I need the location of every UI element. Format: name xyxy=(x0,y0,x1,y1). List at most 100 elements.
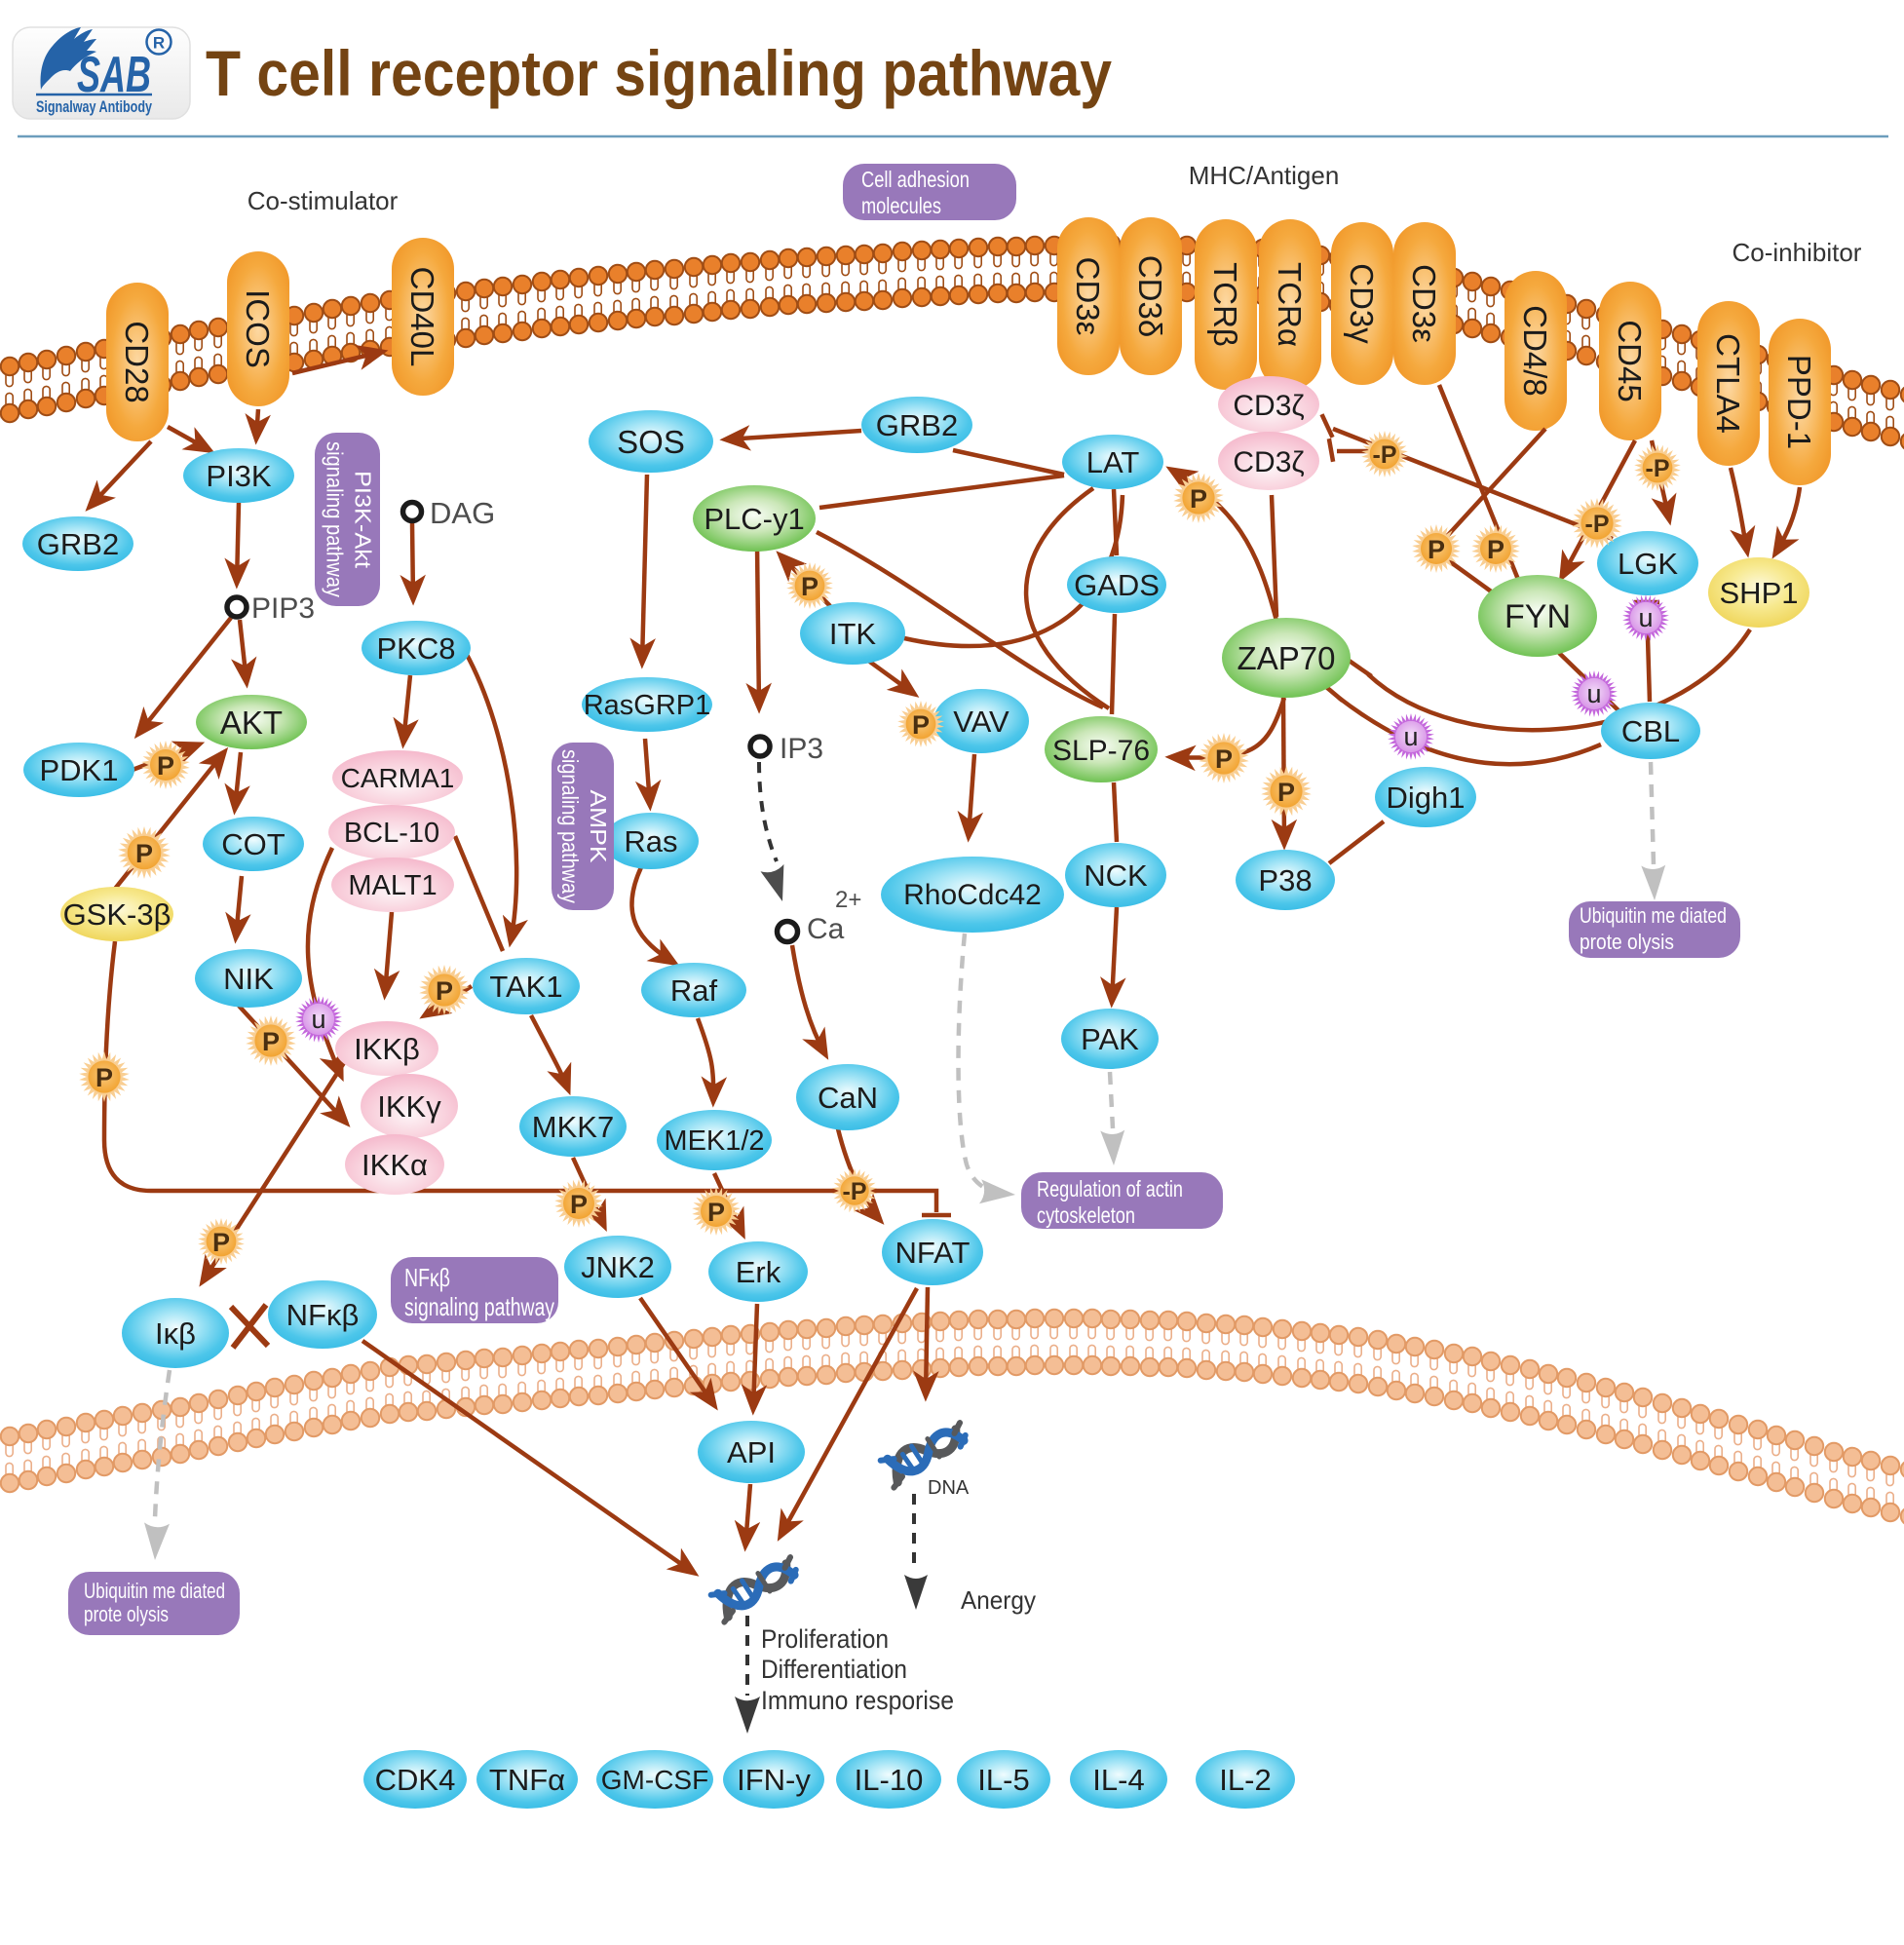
svg-text:CDK4: CDK4 xyxy=(375,1763,456,1797)
svg-text:IL-2: IL-2 xyxy=(1219,1763,1271,1797)
svg-text:Differentiation: Differentiation xyxy=(761,1655,907,1684)
svg-text:prote olysis: prote olysis xyxy=(1580,930,1674,954)
svg-text:GRB2: GRB2 xyxy=(876,408,958,442)
svg-text:Immuno resporise: Immuno resporise xyxy=(761,1686,954,1715)
svg-text:P: P xyxy=(95,1063,113,1092)
svg-text:NFκβ: NFκβ xyxy=(404,1263,450,1292)
svg-text:GRB2: GRB2 xyxy=(37,527,119,561)
svg-text:Raf: Raf xyxy=(670,973,718,1008)
svg-text:P: P xyxy=(436,976,453,1006)
svg-text:Anergy: Anergy xyxy=(961,1585,1036,1615)
svg-text:DNA: DNA xyxy=(928,1477,970,1499)
svg-text:Regulation of actin: Regulation of actin xyxy=(1037,1176,1183,1201)
svg-text:TAK1: TAK1 xyxy=(489,970,562,1004)
svg-text:2+: 2+ xyxy=(835,887,861,913)
svg-text:IL-5: IL-5 xyxy=(977,1763,1029,1797)
svg-text:Ubiquitin me diated: Ubiquitin me diated xyxy=(84,1579,225,1603)
svg-text:MALT1: MALT1 xyxy=(348,870,437,901)
svg-text:-P: -P xyxy=(1646,455,1670,482)
svg-text:P: P xyxy=(262,1027,280,1056)
svg-text:cytoskeleton: cytoskeleton xyxy=(1037,1202,1135,1228)
svg-text:P: P xyxy=(1190,484,1207,514)
svg-text:Digh1: Digh1 xyxy=(1387,781,1466,815)
svg-text:P: P xyxy=(801,572,819,601)
svg-text:P: P xyxy=(1277,778,1295,807)
svg-text:CD3ε: CD3ε xyxy=(1406,264,1442,343)
svg-text:Iκβ: Iκβ xyxy=(155,1316,196,1351)
svg-text:Co-stimulator: Co-stimulator xyxy=(248,186,399,215)
svg-text:IKKγ: IKKγ xyxy=(377,1089,441,1124)
svg-text:Signalway Antibody: Signalway Antibody xyxy=(36,98,153,116)
svg-text:IKKα: IKKα xyxy=(362,1148,428,1182)
svg-text:TNFα: TNFα xyxy=(489,1763,565,1797)
svg-text:PLC-y1: PLC-y1 xyxy=(704,502,804,536)
svg-text:NIK: NIK xyxy=(223,962,274,996)
svg-text:T cell receptor signaling path: T cell receptor signaling pathway xyxy=(206,37,1112,109)
svg-text:SOS: SOS xyxy=(617,424,685,460)
svg-text:PI3K: PI3K xyxy=(206,459,272,493)
svg-text:ICOS: ICOS xyxy=(240,289,276,368)
svg-text:IL-4: IL-4 xyxy=(1092,1763,1144,1797)
svg-text:Ca: Ca xyxy=(807,913,845,945)
svg-text:NFAT: NFAT xyxy=(895,1236,971,1270)
svg-text:PI3K-Aktsignaling pathway: PI3K-Aktsignaling pathway xyxy=(323,441,376,597)
svg-text:CaN: CaN xyxy=(818,1081,878,1115)
svg-text:R: R xyxy=(153,34,165,53)
svg-text:Cell adhesion: Cell adhesion xyxy=(861,167,970,192)
svg-text:signaling pathway: signaling pathway xyxy=(404,1292,554,1321)
svg-text:API: API xyxy=(727,1435,776,1469)
svg-text:PDK1: PDK1 xyxy=(40,753,119,787)
svg-text:SLP-76: SLP-76 xyxy=(1052,735,1150,767)
svg-text:molecules: molecules xyxy=(861,193,941,218)
svg-text:ITK: ITK xyxy=(829,617,877,651)
svg-text:CARMA1: CARMA1 xyxy=(341,763,455,793)
svg-text:u: u xyxy=(311,1005,325,1034)
svg-text:P: P xyxy=(1487,535,1504,564)
svg-text:SHP1: SHP1 xyxy=(1720,576,1799,610)
svg-text:IL-10: IL-10 xyxy=(855,1763,924,1797)
svg-text:Proliferation: Proliferation xyxy=(761,1624,889,1654)
svg-text:COT: COT xyxy=(221,827,286,861)
svg-text:CD45: CD45 xyxy=(1612,320,1648,401)
svg-text:CD3ε: CD3ε xyxy=(1070,257,1106,336)
svg-text:PIP3: PIP3 xyxy=(251,592,315,625)
svg-text:u: u xyxy=(1638,603,1653,632)
svg-text:AKT: AKT xyxy=(220,705,283,741)
svg-text:NCK: NCK xyxy=(1084,858,1148,893)
svg-text:MKK7: MKK7 xyxy=(532,1110,614,1144)
svg-text:ZAP70: ZAP70 xyxy=(1238,640,1336,676)
svg-text:Co-inhibitor: Co-inhibitor xyxy=(1733,238,1862,267)
svg-text:Ubiquitin me diated: Ubiquitin me diated xyxy=(1580,903,1727,928)
svg-text:TCRα: TCRα xyxy=(1272,262,1308,347)
svg-text:CD3ζ: CD3ζ xyxy=(1233,446,1304,478)
svg-text:CD3ζ: CD3ζ xyxy=(1233,390,1304,422)
svg-text:CD40L: CD40L xyxy=(404,267,440,367)
svg-text:-P: -P xyxy=(1373,441,1397,469)
svg-text:RhoCdc42: RhoCdc42 xyxy=(903,879,1042,911)
svg-text:PPD-1: PPD-1 xyxy=(1781,355,1817,449)
svg-text:CTLA4: CTLA4 xyxy=(1710,333,1746,434)
svg-text:CD28: CD28 xyxy=(119,321,155,402)
svg-text:P: P xyxy=(707,1198,725,1227)
svg-text:PKC8: PKC8 xyxy=(377,631,456,666)
svg-text:GSK-3β: GSK-3β xyxy=(63,897,171,932)
svg-text:IP3: IP3 xyxy=(780,733,823,765)
svg-text:P: P xyxy=(1215,744,1233,774)
svg-text:CD3γ: CD3γ xyxy=(1344,263,1380,344)
svg-text:-P: -P xyxy=(843,1178,867,1205)
svg-text:u: u xyxy=(1403,722,1418,751)
svg-text:MEK1/2: MEK1/2 xyxy=(664,1125,764,1157)
svg-text:GM-CSF: GM-CSF xyxy=(601,1765,708,1795)
svg-text:MHC/Antigen: MHC/Antigen xyxy=(1189,161,1340,190)
svg-text:CBL: CBL xyxy=(1621,714,1680,748)
svg-text:IFN-y: IFN-y xyxy=(737,1763,811,1797)
svg-text:AMPKsignaling pathway: AMPKsignaling pathway xyxy=(557,749,611,903)
svg-text:P: P xyxy=(912,710,930,740)
svg-text:Ras: Ras xyxy=(624,824,677,858)
svg-text:-P: -P xyxy=(1585,511,1610,538)
svg-text:DAG: DAG xyxy=(430,496,495,530)
svg-text:P: P xyxy=(1428,535,1445,564)
svg-text:BCL-10: BCL-10 xyxy=(344,818,439,849)
svg-text:NFκβ: NFκβ xyxy=(286,1298,360,1332)
svg-text:P: P xyxy=(157,751,174,781)
